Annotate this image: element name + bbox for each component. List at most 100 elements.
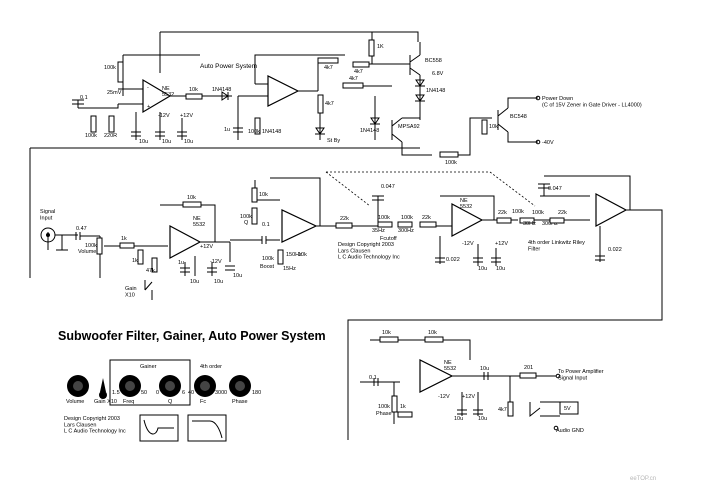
svg-text:0.022: 0.022: [446, 257, 460, 263]
front-panel: Gainer 4th order Volume Gain X10 Freq 1.…: [64, 359, 261, 442]
svg-text:22k: 22k: [340, 216, 349, 222]
svg-text:100k: 100k: [512, 209, 524, 215]
boost-label: Boost: [260, 264, 275, 270]
svg-text:300Hz: 300Hz: [398, 228, 414, 234]
svg-text:BC548: BC548: [510, 114, 527, 120]
svg-text:1k: 1k: [132, 258, 138, 264]
svg-text:+: +: [147, 104, 150, 110]
minus40-label: -40V: [542, 140, 554, 146]
svg-text:10u: 10u: [478, 416, 487, 422]
svg-text:100k: 100k: [262, 256, 274, 262]
svg-text:10u: 10u: [480, 366, 489, 372]
svg-text:1K: 1K: [377, 44, 384, 50]
svg-text:1k: 1k: [121, 236, 127, 242]
svg-text:6: 6: [182, 390, 185, 396]
svg-text:0.1: 0.1: [80, 95, 88, 101]
svg-text:-12V: -12V: [438, 394, 450, 400]
opamp-filter-2: [595, 193, 628, 227]
svg-text:0: 0: [224, 390, 227, 396]
knob-freq[interactable]: Freq 1.5 50: [112, 375, 147, 405]
svg-text:0.022: 0.022: [608, 247, 622, 253]
svg-text:40: 40: [188, 390, 194, 396]
svg-text:1.5: 1.5: [112, 390, 120, 396]
svg-text:+12V: +12V: [462, 394, 475, 400]
svg-text:6.8V: 6.8V: [432, 71, 444, 77]
svg-text:4k7: 4k7: [498, 407, 507, 413]
svg-text:0.047: 0.047: [381, 184, 395, 190]
opamp-boost: [281, 209, 318, 243]
svg-text:NE: NE: [444, 360, 452, 366]
svg-text:150Hz: 150Hz: [286, 252, 302, 258]
svg-text:25mV: 25mV: [107, 90, 122, 96]
svg-text:4k7: 4k7: [349, 76, 358, 82]
knob-phase[interactable]: Phase 0 180: [224, 375, 261, 405]
svg-text:300Hz: 300Hz: [542, 221, 558, 227]
svg-text:100k: 100k: [401, 215, 413, 221]
opamp-gainer: [169, 225, 202, 259]
response-curve-boost: [139, 414, 179, 442]
svg-text:4k7: 4k7: [354, 69, 363, 75]
svg-text:Q: Q: [168, 399, 173, 405]
svg-text:Gain X10: Gain X10: [94, 399, 117, 405]
svg-text:10u: 10u: [190, 279, 199, 285]
svg-text:5532: 5532: [162, 92, 174, 98]
knob-volume[interactable]: Volume: [66, 375, 89, 405]
switch-gain-x10[interactable]: Gain X10: [94, 378, 117, 405]
svg-text:0.47: 0.47: [76, 226, 87, 232]
opamp-phase: [419, 359, 454, 393]
svg-text:1u: 1u: [178, 260, 184, 266]
svg-text:10k: 10k: [489, 124, 498, 130]
svg-text:+12V: +12V: [200, 244, 213, 250]
svg-text:Fc: Fc: [200, 399, 206, 405]
svg-text:100k: 100k: [85, 133, 97, 139]
svg-text:5532: 5532: [444, 366, 456, 372]
svg-text:100k: 100k: [85, 243, 97, 249]
svg-text:1N4148: 1N4148: [262, 129, 281, 135]
knob-q[interactable]: Q 0 6: [156, 375, 185, 405]
svg-text:10u: 10u: [233, 273, 242, 279]
svg-text:180: 180: [252, 390, 261, 396]
svg-text:5532: 5532: [193, 222, 205, 228]
svg-text:100k: 100k: [445, 160, 457, 166]
svg-text:NE: NE: [460, 198, 468, 204]
svg-text:4k7: 4k7: [324, 65, 333, 71]
svg-text:10u: 10u: [184, 139, 193, 145]
svg-text:1N4148: 1N4148: [212, 87, 231, 93]
svg-text:30Hz: 30Hz: [523, 221, 536, 227]
watermark: eeTOP.cn: [630, 476, 656, 482]
svg-text:300: 300: [215, 390, 224, 396]
svg-text:22k: 22k: [558, 210, 567, 216]
opamp-detector: [142, 78, 172, 114]
svg-text:1k: 1k: [400, 404, 406, 410]
knob-fc[interactable]: Fc 40 300: [188, 375, 224, 405]
q-label: Q: [244, 220, 249, 226]
standby-label: St By: [327, 138, 340, 144]
svg-text:100k: 100k: [248, 129, 260, 135]
svg-text:+12V: +12V: [495, 241, 508, 247]
audio-gnd-label: Audio GND: [556, 428, 584, 434]
page-title: Subwoofer Filter, Gainer, Auto Power Sys…: [58, 329, 326, 343]
svg-text:10k: 10k: [298, 252, 307, 258]
svg-text:10u: 10u: [139, 139, 148, 145]
svg-text:Freq: Freq: [123, 399, 134, 405]
phase-pot-label: Phase: [376, 411, 392, 417]
svg-text:10u: 10u: [162, 139, 171, 145]
gainer-group: Gainer: [140, 364, 157, 370]
svg-text:-12V: -12V: [462, 241, 474, 247]
svg-text:NE: NE: [193, 216, 201, 222]
svg-text:10k: 10k: [187, 195, 196, 201]
svg-text:10u: 10u: [478, 266, 487, 272]
response-curve-lowpass: [187, 414, 227, 442]
svg-text:1N4148: 1N4148: [360, 128, 379, 134]
svg-text:100k: 100k: [378, 404, 390, 410]
svg-text:0: 0: [156, 390, 159, 396]
svg-text:10u: 10u: [214, 279, 223, 285]
svg-text:50: 50: [141, 390, 147, 396]
supply-5v: 5V: [564, 406, 571, 412]
